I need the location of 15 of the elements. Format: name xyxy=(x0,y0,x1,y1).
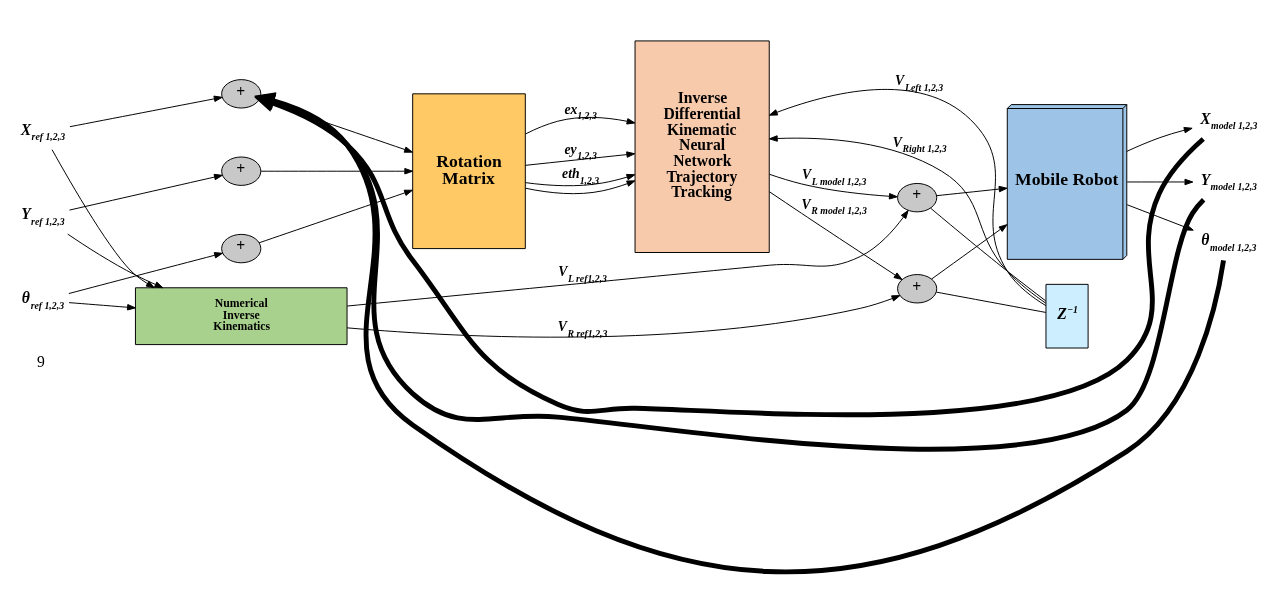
edge-label: eth$_{1,2,3}$ xyxy=(562,165,600,186)
node-text: Y$_{model 1,2,3}$ xyxy=(1200,170,1258,192)
edge-label: V$_{L ref1,2,3}$ xyxy=(558,263,607,284)
node-text: θ$_{ref 1,2,3}$ xyxy=(21,288,65,311)
edge-label: V$_{Left 1,2,3}$ xyxy=(895,72,944,93)
edge-label: V$_{R ref1,2,3}$ xyxy=(557,318,608,339)
node-text: X$_{ref 1,2,3}$ xyxy=(20,120,66,142)
node-text: X$_{model 1,2,3}$ xyxy=(1200,109,1258,131)
node-text: θ$_{model 1,2,3}$ xyxy=(1201,230,1257,253)
edge-label: ey$_{1,2,3}$ xyxy=(564,141,597,161)
edge-label: V$_{L model 1,2,3}$ xyxy=(802,166,867,187)
node-text: Y$_{ref 1,2,3}$ xyxy=(21,204,65,227)
edge-label: V$_{Right 1,2,3}$ xyxy=(892,134,947,154)
label: 9 xyxy=(37,352,45,370)
edge-label: V$_{R model 1,2,3}$ xyxy=(801,196,867,216)
